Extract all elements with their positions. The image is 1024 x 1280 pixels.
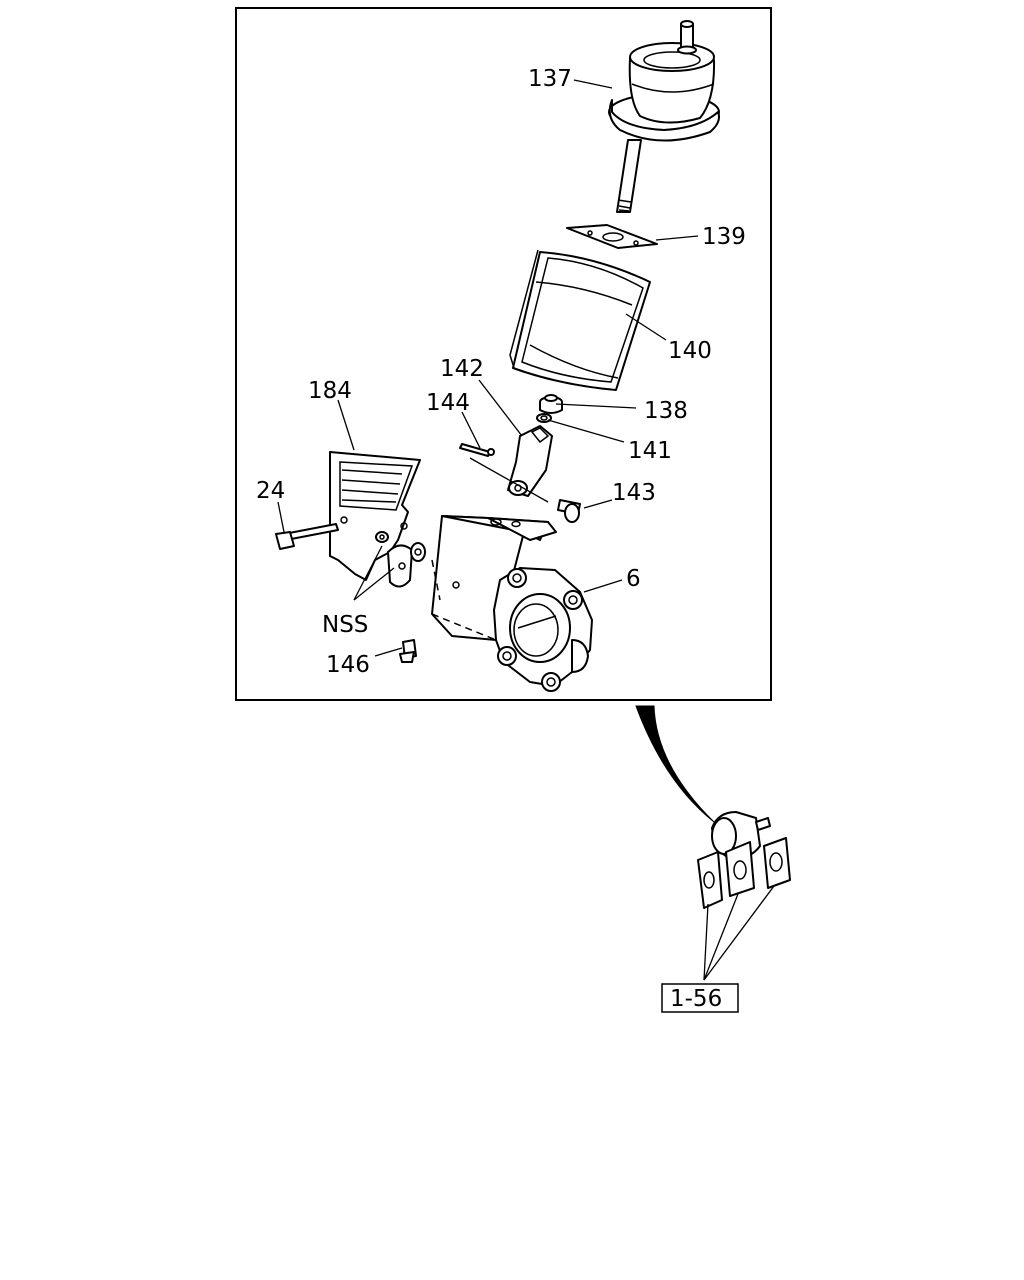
part-138-bushing [539,394,563,414]
label-140: 140 [668,338,712,364]
label-139: 139 [702,224,746,250]
part-139-gasket [566,224,658,249]
label-143: 143 [612,480,656,506]
part-140-bracket [509,249,651,391]
part-184-bracket [329,451,421,581]
part-144-pin [459,443,495,457]
label-24: 24 [256,478,285,504]
connector-pointer [635,705,715,823]
label-137: 137 [528,66,572,92]
label-141: 141 [628,438,672,464]
diagram-frame [235,7,772,701]
label-146: 146 [326,652,370,678]
part-146-bolt [399,639,417,663]
label-nss: NSS [322,612,368,638]
leader-lines [277,79,699,657]
part-137-actuator [608,20,720,213]
label-144: 144 [426,390,470,416]
label-6: 6 [626,566,641,592]
part-141-washer [536,413,552,423]
part-143-clevis-pin [557,499,581,523]
label-138: 138 [644,398,688,424]
label-184: 184 [308,378,352,404]
part-24-bolt [275,523,339,550]
label-142: 142 [440,356,484,382]
reference-box-1-56: 1-56 [661,983,739,1013]
overview-assembly [697,811,791,981]
part-nss-hardware [375,531,426,588]
reference-label: 1-56 [670,986,722,1012]
part-6-throttle-body [431,515,593,692]
part-142-lever [507,425,553,497]
